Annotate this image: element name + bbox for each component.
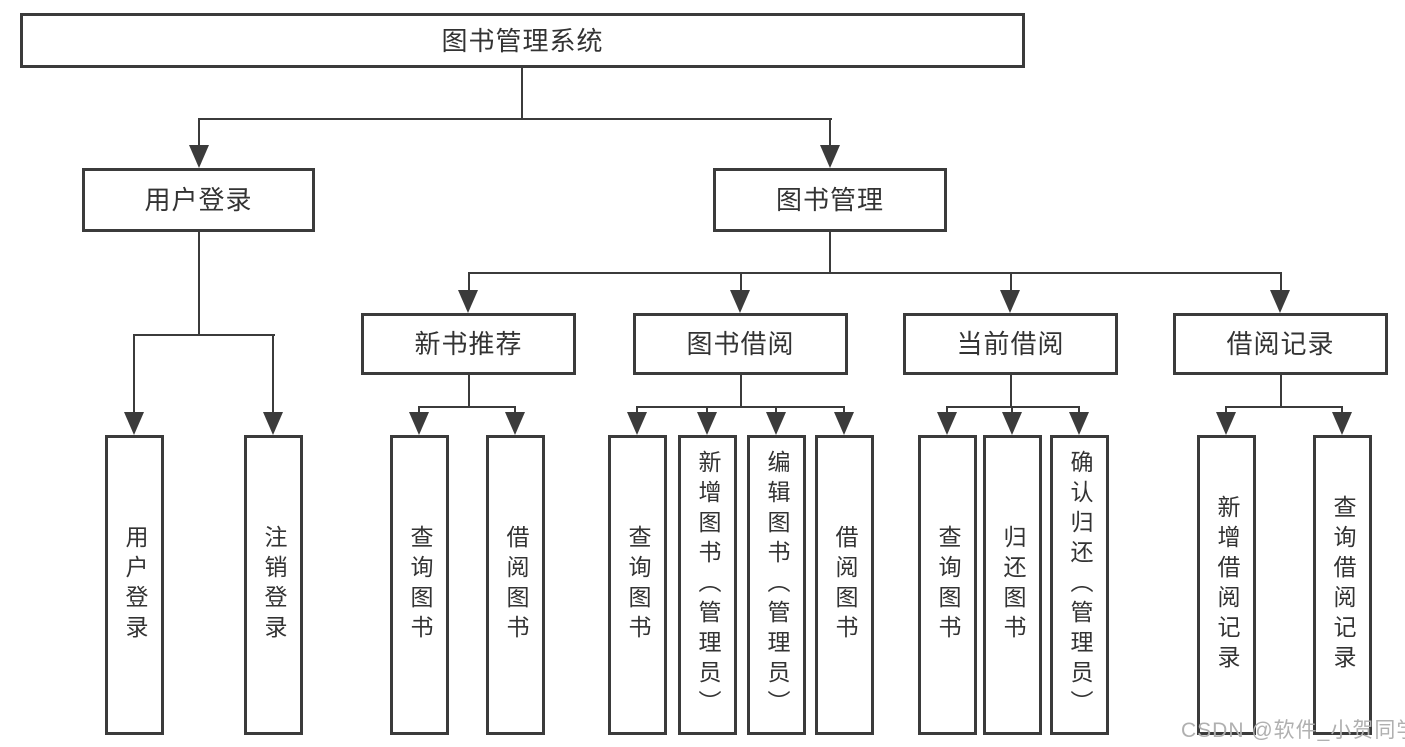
leaf-add-borrow-record: 新增借阅记录 bbox=[1197, 435, 1256, 735]
connector bbox=[133, 334, 275, 336]
connector bbox=[468, 375, 470, 408]
connector bbox=[1010, 272, 1012, 292]
leaf-label: 注销登录 bbox=[261, 525, 287, 645]
connector bbox=[198, 118, 832, 120]
leaf-label: 查询图书 bbox=[407, 525, 433, 645]
arrowhead bbox=[820, 145, 840, 168]
csdn-watermark: CSDN @软件_小贺同学 bbox=[1181, 719, 1405, 742]
connector bbox=[829, 118, 831, 148]
leaf-query-borrow-record: 查询借阅记录 bbox=[1313, 435, 1372, 735]
leaf-user-login: 用户登录 bbox=[105, 435, 164, 735]
leaf-query-books-borrow: 查询图书 bbox=[608, 435, 667, 735]
leaf-confirm-return-admin: 确认归还（管理员） bbox=[1050, 435, 1109, 735]
leaf-label: 查询借阅记录 bbox=[1330, 495, 1356, 675]
arrowhead bbox=[1000, 290, 1020, 313]
connector bbox=[829, 232, 831, 274]
leaf-label: 借阅图书 bbox=[832, 525, 858, 645]
arrowhead bbox=[1332, 412, 1352, 435]
leaf-label: 归还图书 bbox=[1000, 525, 1026, 645]
arrowhead bbox=[1216, 412, 1236, 435]
arrowhead bbox=[627, 412, 647, 435]
arrowhead bbox=[1069, 412, 1089, 435]
connector bbox=[740, 272, 742, 292]
leaf-label: 用户登录 bbox=[122, 525, 148, 645]
node-book-management: 图书管理 bbox=[713, 168, 947, 232]
arrowhead bbox=[766, 412, 786, 435]
connector bbox=[636, 406, 638, 414]
leaf-label: 新增借阅记录 bbox=[1214, 495, 1240, 675]
leaf-label: 确认归还（管理员） bbox=[1067, 450, 1093, 720]
arrowhead bbox=[937, 412, 957, 435]
connector bbox=[1225, 406, 1227, 414]
connector bbox=[133, 334, 135, 414]
arrowhead bbox=[505, 412, 525, 435]
leaf-return-book: 归还图书 bbox=[983, 435, 1042, 735]
connector bbox=[514, 406, 516, 414]
connector bbox=[740, 375, 742, 408]
arrowhead bbox=[263, 412, 283, 435]
arrowhead bbox=[124, 412, 144, 435]
leaf-query-books-current: 查询图书 bbox=[918, 435, 977, 735]
connector bbox=[1280, 272, 1282, 292]
arrowhead bbox=[730, 290, 750, 313]
connector bbox=[775, 406, 777, 414]
node-user-login: 用户登录 bbox=[82, 168, 315, 232]
leaf-add-book-admin: 新增图书（管理员） bbox=[678, 435, 737, 735]
leaf-borrow-books: 借阅图书 bbox=[815, 435, 874, 735]
arrowhead bbox=[697, 412, 717, 435]
connector bbox=[468, 272, 470, 292]
connector bbox=[1341, 406, 1343, 414]
arrowhead bbox=[409, 412, 429, 435]
connector bbox=[198, 232, 200, 336]
connector bbox=[418, 406, 420, 414]
node-new-book-recommend: 新书推荐 bbox=[361, 313, 576, 375]
leaf-label: 查询图书 bbox=[625, 525, 651, 645]
arrowhead bbox=[1002, 412, 1022, 435]
connector bbox=[637, 406, 845, 408]
arrowhead bbox=[458, 290, 478, 313]
leaf-logout: 注销登录 bbox=[244, 435, 303, 735]
node-book-borrow: 图书借阅 bbox=[633, 313, 848, 375]
connector bbox=[468, 272, 1282, 274]
connector bbox=[1010, 375, 1012, 408]
leaf-query-books-recommend: 查询图书 bbox=[390, 435, 449, 735]
connector bbox=[1078, 406, 1080, 414]
connector bbox=[1226, 406, 1343, 408]
leaf-borrow-books-recommend: 借阅图书 bbox=[486, 435, 545, 735]
connector bbox=[1011, 406, 1013, 414]
node-borrow-records: 借阅记录 bbox=[1173, 313, 1388, 375]
leaf-label: 编辑图书（管理员） bbox=[764, 450, 790, 720]
connector bbox=[419, 406, 516, 408]
leaf-label: 查询图书 bbox=[935, 525, 961, 645]
connector bbox=[272, 334, 274, 414]
connector bbox=[843, 406, 845, 414]
connector bbox=[198, 118, 200, 148]
node-current-borrow: 当前借阅 bbox=[903, 313, 1118, 375]
arrowhead bbox=[834, 412, 854, 435]
leaf-label: 借阅图书 bbox=[503, 525, 529, 645]
connector bbox=[946, 406, 948, 414]
leaf-edit-book-admin: 编辑图书（管理员） bbox=[747, 435, 806, 735]
connector bbox=[947, 406, 1080, 408]
leaf-label: 新增图书（管理员） bbox=[695, 450, 721, 720]
node-root: 图书管理系统 bbox=[20, 13, 1025, 68]
arrowhead bbox=[1270, 290, 1290, 313]
arrowhead bbox=[189, 145, 209, 168]
connector bbox=[706, 406, 708, 414]
connector bbox=[1280, 375, 1282, 408]
connector bbox=[521, 66, 523, 120]
